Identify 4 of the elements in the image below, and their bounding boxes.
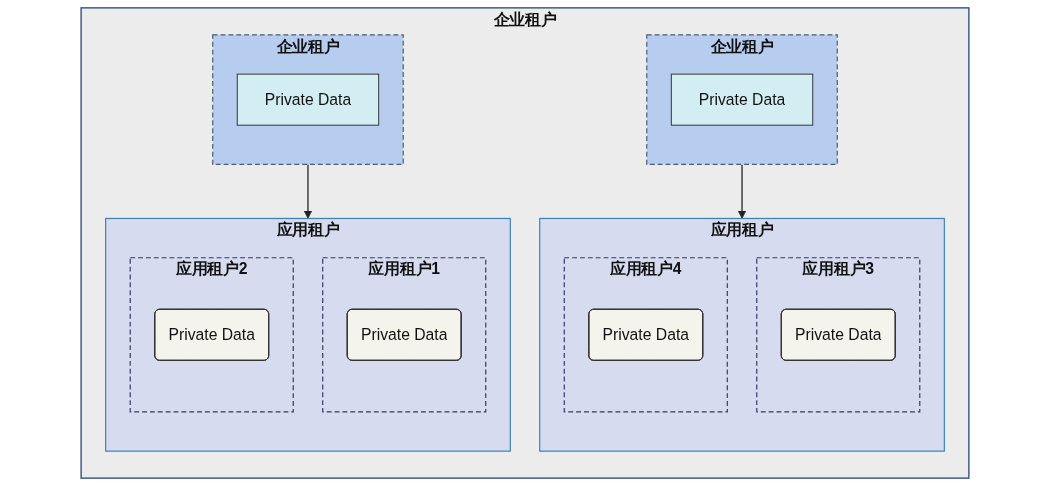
node-box: Private Data <box>670 73 814 126</box>
arrow <box>303 163 313 219</box>
arrow <box>737 163 747 219</box>
node-box: Private Data <box>236 73 380 126</box>
